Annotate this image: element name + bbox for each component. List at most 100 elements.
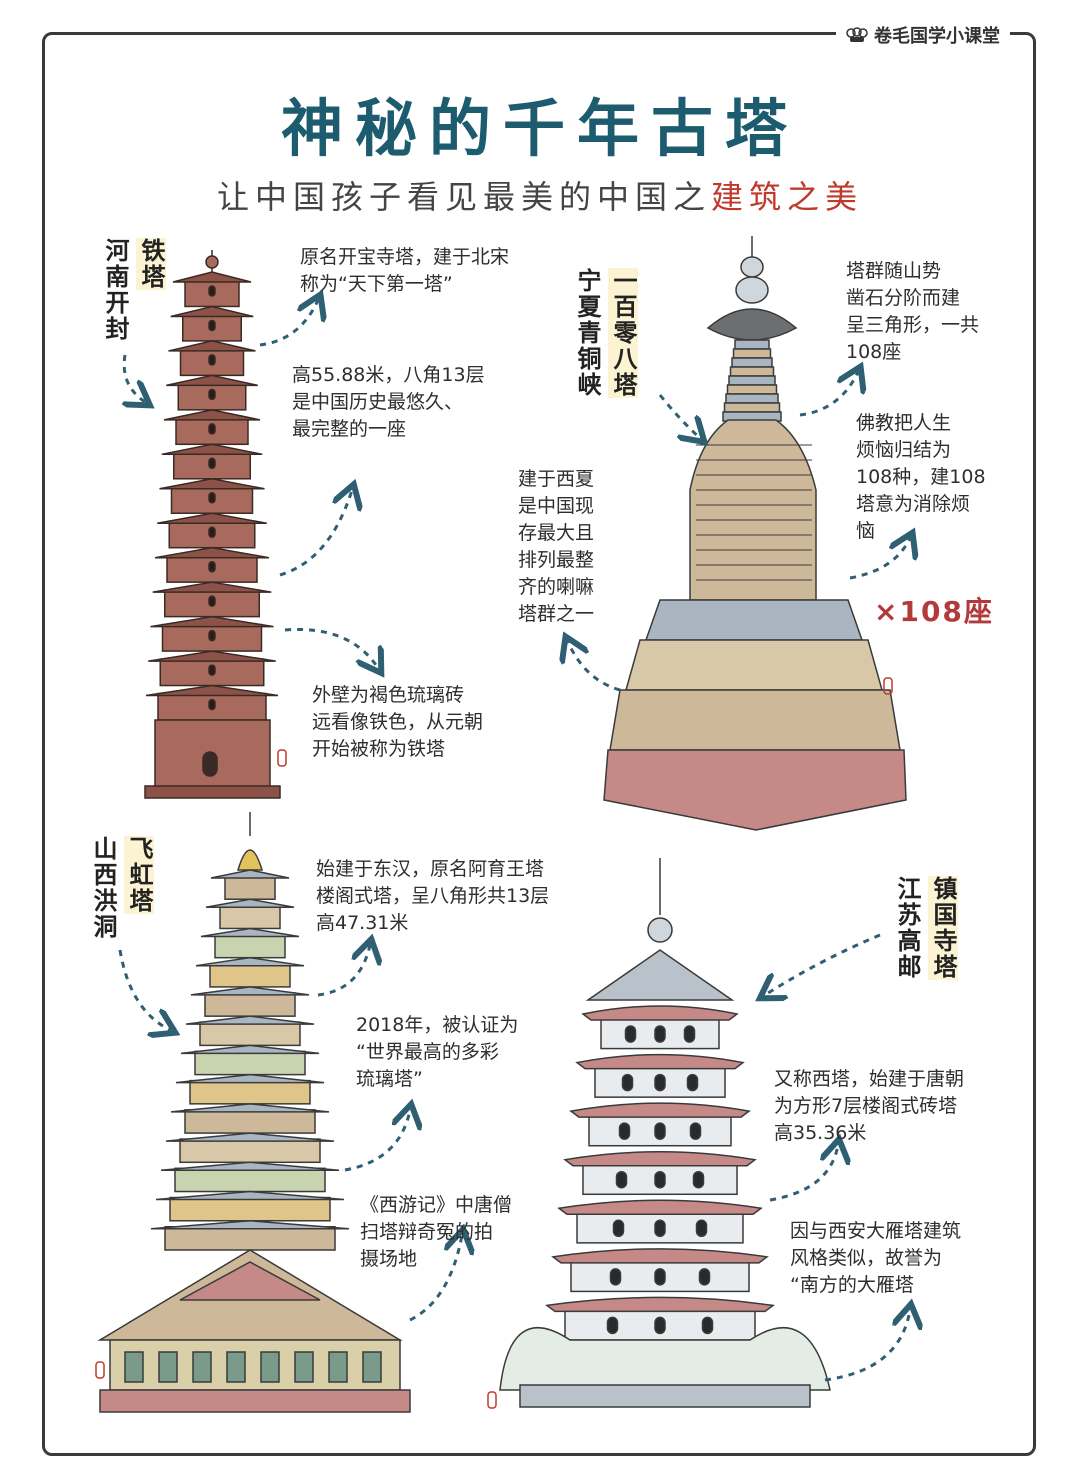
feihong-pagoda-door: [328, 1351, 348, 1383]
zhenguo-pagoda-window: [654, 1268, 666, 1286]
feihong-pagoda-note-1: 始建于东汉，原名阿育王塔 楼阁式塔，呈八角形共13层 高47.31米: [316, 858, 550, 934]
iron-pagoda-eave: [161, 443, 263, 456]
iron-pagoda-note-2: 高55.88米，八角13层 是中国历史最悠久、 最完整的一座: [292, 364, 485, 440]
zhenguo-pagoda-eave: [575, 1053, 745, 1070]
zhenguo-pagoda-window: [615, 1170, 628, 1189]
iron-pagoda-eave: [166, 374, 258, 387]
iron-pagoda-eave: [150, 615, 274, 628]
stupa-ring: [729, 366, 775, 377]
zhenguo-pagoda-window: [654, 1073, 666, 1092]
feihong-pagoda-tier: [224, 875, 276, 900]
feihong-pagoda-eave: [180, 1044, 320, 1055]
zhenguo-pagoda-window: [692, 1170, 705, 1189]
zhenguo-pagoda-eave: [557, 1199, 763, 1216]
zhenguo-pagoda-eave: [569, 1102, 751, 1118]
zhenguo-pagoda-window: [609, 1268, 622, 1286]
iron-pagoda-eave: [157, 512, 267, 524]
feihong-pagoda-location: 山西洪洞: [89, 836, 117, 940]
feihong-pagoda-tier: [194, 1050, 306, 1076]
feihong-pagoda-door: [158, 1351, 178, 1383]
page-title: 神秘的千年古塔: [280, 92, 799, 165]
zhenguo-pagoda-eave: [563, 1150, 757, 1167]
subtitle-main: 让中国孩子看见最美的中国之: [216, 178, 711, 216]
iron-pagoda-eave: [168, 340, 256, 352]
zhenguo-pagoda-window: [654, 1219, 666, 1238]
iron-pagoda-eave: [145, 684, 279, 697]
zhenguo-pagoda-window: [618, 1122, 631, 1140]
feihong-pagoda-tier: [184, 1109, 316, 1134]
feihong-pagoda-eave: [195, 956, 305, 967]
iron-pagoda-window: [208, 560, 216, 573]
stupa-ring: [725, 393, 779, 404]
brand-header: 卷毛国学小课堂: [836, 22, 1010, 48]
iron-pagoda-name: 铁塔: [136, 238, 166, 290]
zhenguo-pagoda-window: [606, 1316, 619, 1335]
zhenguo-pagoda-window: [683, 1025, 696, 1043]
zhenguo-pagoda-note-1: 又称西塔，始建于唐朝 为方形7层楼阁式砖塔 高35.36米: [774, 1068, 965, 1144]
zhenguo-pagoda-eave: [551, 1248, 769, 1264]
feihong-pagoda-eave: [185, 1015, 315, 1025]
zhenguo-pagoda-window: [701, 1316, 714, 1335]
stupa-108-location: 宁夏青铜峡: [573, 268, 601, 398]
feihong-pagoda-eave: [190, 986, 310, 996]
curly-hair-logo-icon: [846, 27, 868, 42]
iron-pagoda-eave: [170, 305, 254, 318]
feihong-pagoda-tier: [219, 904, 281, 930]
stupa-ring: [734, 339, 770, 350]
feihong-pagoda-tier: [174, 1167, 326, 1193]
iron-pagoda-window: [208, 526, 216, 538]
iron-pagoda-window: [208, 388, 216, 401]
feihong-pagoda-tier: [179, 1138, 321, 1164]
feihong-pagoda-eave: [150, 1220, 350, 1230]
red-seal-stamps: [95, 677, 893, 1409]
feihong-pagoda-tier: [209, 962, 291, 988]
iron-pagoda-eave: [152, 581, 272, 593]
feihong-pagoda-door: [226, 1351, 246, 1383]
zhenguo-pagoda-window: [654, 1025, 666, 1043]
iron-pagoda-window: [208, 354, 216, 366]
page-frame: [42, 32, 1036, 1456]
feihong-pagoda-note-2: 2018年，被认证为 “世界最高的多彩 琉璃塔”: [356, 1014, 519, 1090]
iron-pagoda-eave: [163, 409, 261, 421]
zhenguo-pagoda-window: [686, 1073, 699, 1092]
feihong-pagoda-name: 飞虹塔: [124, 836, 154, 914]
iron-pagoda-window: [208, 629, 216, 642]
stupa-ring: [726, 384, 778, 395]
feihong-pagoda-note-3: 《西游记》中唐僧 扫塔辩奇冤的拍 摄场地: [360, 1194, 513, 1270]
stupa-108-illustration: [603, 236, 907, 831]
stupa-108-note-2: 佛教把人生 烦恼归结为 108种，建108 塔意为消除烦 恼: [856, 412, 986, 542]
iron-pagoda-window: [208, 595, 216, 607]
iron-pagoda-eave: [159, 478, 265, 490]
feihong-pagoda-tier: [214, 933, 286, 959]
stupa-108-name: 一百零八塔: [608, 268, 638, 398]
feihong-pagoda-tier: [164, 1226, 336, 1251]
subtitle-highlight: 建筑之美: [711, 178, 864, 216]
zhenguo-pagoda-window: [689, 1122, 702, 1140]
iron-pagoda-location: 河南开封: [101, 238, 129, 342]
zhenguo-pagoda-note-2: 因与西安大雁塔建筑 风格类似，故誉为 “南方的大雁塔: [790, 1220, 962, 1296]
feihong-pagoda-tier: [189, 1079, 311, 1105]
feihong-pagoda-eave: [175, 1073, 325, 1084]
iron-pagoda-note-3: 外壁为褐色琉璃砖 远看像铁色，从元朝 开始被称为铁塔: [312, 684, 484, 760]
feihong-pagoda-eave: [165, 1132, 335, 1142]
feihong-pagoda-door: [362, 1351, 382, 1383]
iron-pagoda-eave: [148, 650, 276, 662]
feihong-pagoda-tier: [199, 1021, 301, 1047]
stupa-108-note-3: 建于西夏 是中国现 存最大且 排列最整 齐的喇嘛 塔群之一: [518, 468, 595, 625]
feihong-pagoda-illustration: [97, 812, 411, 1413]
iron-pagoda-window: [208, 319, 216, 332]
zhenguo-pagoda-window: [695, 1219, 708, 1238]
feihong-pagoda-eave: [170, 1103, 330, 1113]
stupa-108-note-1: 塔群随山势 凿石分阶而建 呈三角形，一共 108座: [846, 260, 980, 363]
iron-pagoda-window: [208, 423, 216, 435]
iron-pagoda-eave: [172, 271, 252, 283]
stupa-ring: [723, 402, 781, 413]
zhenguo-pagoda-eave: [545, 1296, 775, 1313]
stupa-ring: [728, 375, 776, 386]
iron-pagoda-window: [208, 285, 216, 297]
iron-pagoda-window: [208, 457, 216, 470]
zhenguo-pagoda-illustration: [499, 858, 831, 1408]
feihong-pagoda-eave: [200, 927, 300, 938]
feihong-pagoda-eave: [210, 869, 290, 879]
